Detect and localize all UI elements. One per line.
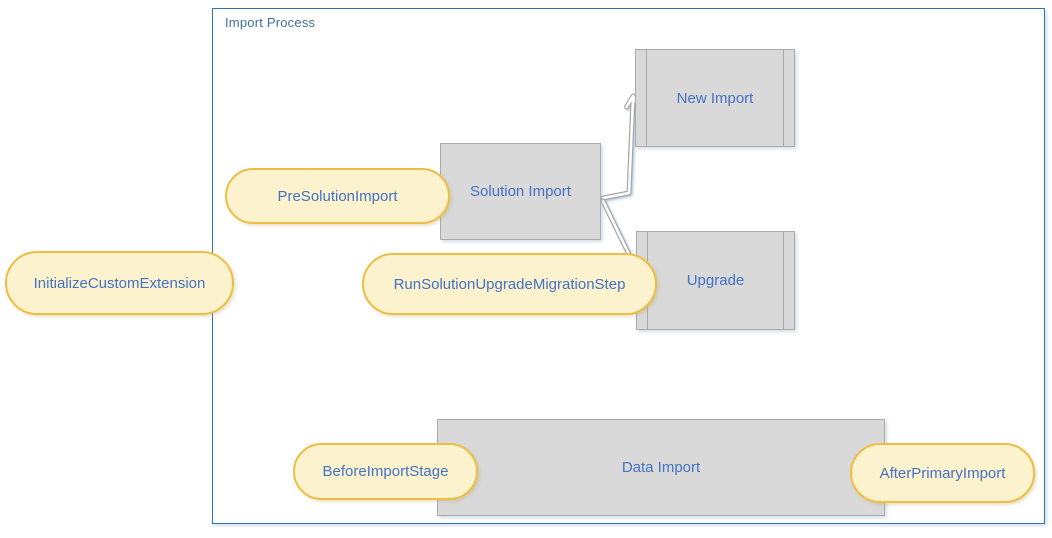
callout-before-import-stage: BeforeImportStage — [293, 443, 478, 500]
process-side-bar — [646, 50, 647, 146]
node-label: Upgrade — [686, 272, 745, 289]
callout-after-primary-import: AfterPrimaryImport — [850, 443, 1035, 503]
process-side-bar — [783, 50, 784, 146]
node-upgrade: Upgrade — [636, 231, 795, 330]
process-side-bar — [783, 232, 784, 329]
callout-label: AfterPrimaryImport — [879, 464, 1006, 482]
node-solution-import: Solution Import — [440, 143, 601, 240]
callout-label: BeforeImportStage — [322, 463, 449, 480]
frame-title: Import Process — [225, 15, 316, 30]
callout-label: InitializeCustomExtension — [33, 274, 206, 292]
callout-initialize-custom-extension: InitializeCustomExtension — [5, 251, 234, 315]
node-label: New Import — [676, 89, 754, 107]
callout-label: RunSolutionUpgradeMigrationStep — [393, 275, 626, 293]
node-data-import: Data Import — [437, 419, 885, 516]
callout-pre-solution-import: PreSolutionImport — [225, 168, 450, 224]
callout-run-solution-upgrade-migration-step: RunSolutionUpgradeMigrationStep — [362, 253, 657, 315]
callout-label: PreSolutionImport — [277, 187, 398, 205]
node-new-import: New Import — [635, 49, 795, 147]
node-label: Solution Import — [470, 183, 571, 200]
node-label: Data Import — [621, 459, 701, 476]
